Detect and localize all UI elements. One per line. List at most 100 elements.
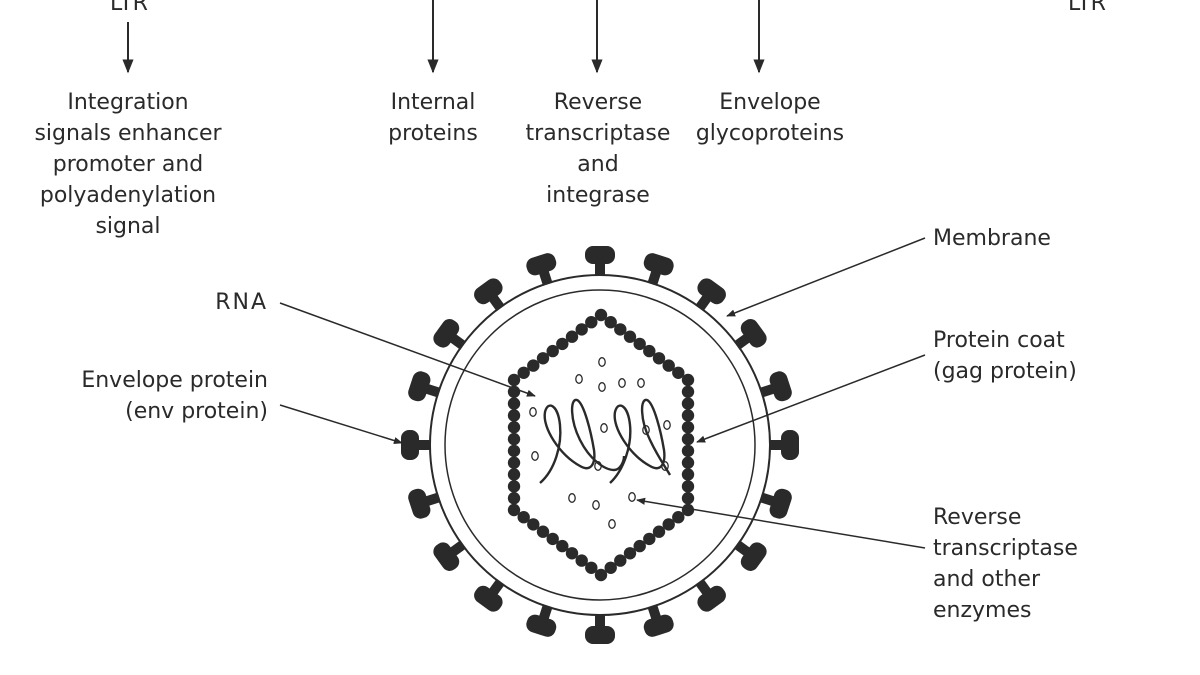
- capsid-bead: [507, 444, 521, 458]
- envelope-spike: [526, 253, 557, 286]
- protein-coat-line-1: Protein coat: [933, 328, 1065, 353]
- envelope-spike: [695, 578, 726, 612]
- envelope-glycoproteins-label: Envelope glycoproteins: [685, 87, 855, 149]
- capsid-bead: [507, 503, 521, 517]
- capsid-bead: [517, 511, 530, 524]
- inner-membrane: [444, 289, 756, 601]
- capsid-bead: [681, 421, 695, 434]
- envelope-spike: [474, 278, 505, 312]
- capsid-bead: [507, 421, 521, 434]
- ltr-left-label: LTR: [110, 0, 148, 16]
- envelope-spike: [585, 614, 615, 644]
- reverse-top-line-1: Reverse: [553, 90, 643, 115]
- capsid-bead: [633, 539, 646, 553]
- integration-line-3: promoter and: [52, 152, 204, 177]
- capsid-bead: [633, 337, 646, 351]
- capsid-bead: [594, 308, 608, 322]
- envelope-spike: [526, 604, 557, 637]
- enzyme-particle: [529, 407, 537, 417]
- capsid-bead: [681, 373, 695, 387]
- capsid-bead: [575, 323, 588, 336]
- capsid-bead: [681, 503, 695, 517]
- virion: [401, 246, 799, 644]
- envelope-protein-pointer: [279, 404, 403, 445]
- capsid-bead: [507, 432, 521, 446]
- enzyme-particle: [608, 519, 616, 529]
- envelope-top-line-2: glycoproteins: [695, 121, 845, 146]
- capsid-bead: [517, 366, 530, 379]
- capsid-bead: [623, 547, 637, 560]
- envelope-spike: [401, 430, 431, 460]
- envelope-spike: [408, 488, 441, 519]
- enzymes-pointer: [636, 497, 926, 549]
- enzyme-particle: [568, 493, 576, 503]
- capsid-bead: [662, 359, 675, 372]
- capsid-bead: [585, 316, 598, 329]
- reverse-top-line-4: integrase: [546, 183, 650, 208]
- enzyme-particle: [600, 423, 608, 433]
- enzyme-particle: [575, 374, 583, 384]
- capsid-bead: [536, 525, 550, 538]
- reverse-enzymes-line-3: and other: [933, 567, 1040, 592]
- callout-pointers: [279, 237, 926, 549]
- capsid-bead: [594, 568, 608, 582]
- capsid-bead: [546, 532, 559, 546]
- protein-coat-line-2: (gag protein): [933, 359, 1077, 384]
- integration-line-5: signal: [95, 214, 161, 239]
- reverse-enzymes-line-4: enzymes: [933, 598, 1032, 623]
- enzyme-particle: [618, 378, 626, 388]
- envelope-spike: [759, 488, 792, 519]
- enzyme-particle: [531, 451, 539, 461]
- envelope-spike: [643, 604, 674, 637]
- capsid-bead: [643, 532, 656, 546]
- capsid-bead: [604, 316, 617, 329]
- enzyme-particle: [598, 357, 606, 367]
- enzyme-particle: [637, 378, 645, 388]
- capsid-bead: [507, 468, 521, 481]
- capsid-bead: [681, 397, 695, 410]
- envelope-spike: [769, 430, 799, 460]
- capsid-bead: [546, 344, 559, 358]
- rna-pointer: [279, 302, 536, 397]
- rna-strand-2: [609, 398, 672, 484]
- internal-line-1: Internal: [390, 90, 476, 115]
- capsid-beads: [507, 308, 695, 582]
- capsid-bead: [623, 330, 637, 343]
- capsid-bead: [527, 359, 540, 372]
- envelope-spike: [433, 319, 467, 350]
- capsid-bead: [575, 554, 588, 567]
- capsid-bead: [507, 397, 521, 410]
- membrane-pointer: [726, 237, 926, 317]
- integration-line-2: signals enhancer: [34, 121, 222, 146]
- capsid-bead: [507, 480, 521, 493]
- reverse-top-line-3: and: [577, 152, 619, 177]
- capsid-bead: [681, 468, 695, 481]
- protein-coat-label: Protein coat (gag protein): [933, 325, 1077, 387]
- capsid-bead: [565, 547, 579, 560]
- capsid-bead: [643, 344, 656, 358]
- capsid-bead: [681, 385, 695, 398]
- envelope-spike: [759, 371, 792, 402]
- envelope-spike: [433, 540, 467, 571]
- capsid-bead: [652, 525, 666, 538]
- envelope-spike: [733, 540, 767, 571]
- envelope-spike: [643, 253, 674, 286]
- internal-line-2: proteins: [388, 121, 478, 146]
- enzyme-particle: [628, 492, 636, 502]
- capsid-bead: [681, 409, 695, 422]
- envelope-spike: [474, 578, 505, 612]
- envelope-spike: [695, 278, 726, 312]
- envelope-spike: [408, 371, 441, 402]
- membrane-label: Membrane: [933, 226, 1051, 251]
- capsid-bead: [681, 480, 695, 493]
- capsid-bead: [565, 330, 579, 343]
- capsid-bead: [536, 352, 550, 365]
- capsid-bead: [614, 554, 627, 567]
- capsid-bead: [507, 492, 521, 505]
- capsid-bead: [604, 561, 617, 574]
- reverse-top-line-2: transcriptase: [525, 121, 671, 146]
- capsid-bead: [507, 456, 521, 469]
- capsid-bead: [507, 373, 521, 387]
- rna-strand-1: [539, 398, 626, 484]
